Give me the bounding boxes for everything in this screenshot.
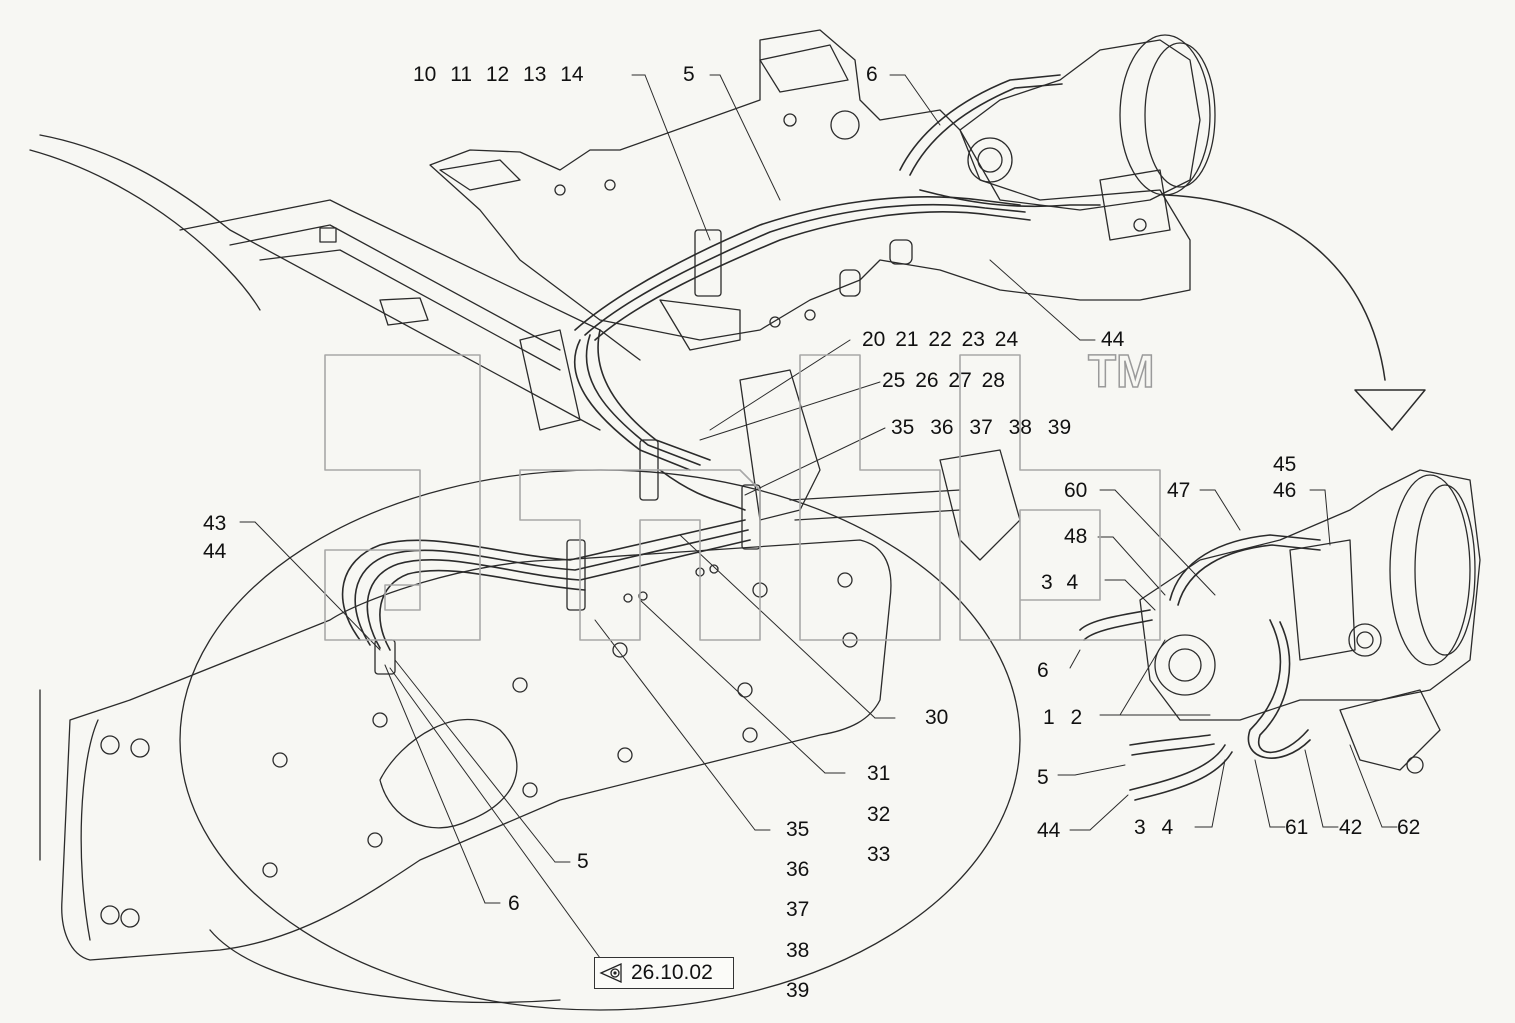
callout-36: 36 bbox=[786, 858, 810, 881]
pump-top bbox=[959, 34, 1216, 241]
callout-20-24: 20 21 22 23 24 bbox=[862, 328, 1019, 351]
callout-46: 46 bbox=[1273, 479, 1297, 502]
eye-view-icon bbox=[599, 962, 622, 984]
callout-35: 35 bbox=[786, 818, 810, 841]
callout-48: 48 bbox=[1064, 525, 1088, 548]
hose-bundle-upper bbox=[574, 74, 1101, 471]
callout-44-left: 44 bbox=[203, 540, 227, 563]
chassis-plate bbox=[429, 29, 1191, 341]
detail-pump bbox=[1139, 469, 1481, 774]
callout-3-4-detail: 3 4 bbox=[1041, 571, 1079, 594]
callout-3-4-bottom: 3 4 bbox=[1134, 816, 1174, 839]
callout-44-top: 44 bbox=[1101, 328, 1125, 351]
callout-38: 38 bbox=[786, 939, 810, 962]
callout-1-2: 1 2 bbox=[1043, 706, 1083, 729]
callout-60: 60 bbox=[1064, 479, 1088, 502]
callout-10-14: 10 11 12 13 14 bbox=[413, 63, 584, 86]
callout-45: 45 bbox=[1273, 453, 1297, 476]
callout-39: 39 bbox=[786, 979, 810, 1002]
callout-42: 42 bbox=[1339, 816, 1363, 839]
callout-25-28: 25 26 27 28 bbox=[882, 369, 1005, 392]
callout-61: 61 bbox=[1285, 816, 1309, 839]
frame-beam bbox=[179, 199, 641, 371]
callout-32: 32 bbox=[867, 803, 891, 826]
watermark-outline bbox=[324, 354, 1161, 641]
side-plate bbox=[61, 539, 892, 961]
callout-5-top: 5 bbox=[683, 63, 695, 86]
trademark-watermark: TM bbox=[1087, 344, 1155, 398]
callout-37: 37 bbox=[786, 898, 810, 921]
detail-leaders bbox=[1057, 489, 1398, 831]
mid-bracket bbox=[519, 299, 1021, 561]
callout-6-detail: 6 bbox=[1037, 659, 1049, 682]
callout-44-detail: 44 bbox=[1037, 819, 1061, 842]
leader-lines bbox=[239, 74, 1096, 959]
hose-bundle-lower bbox=[341, 469, 751, 651]
detail-hoses bbox=[1079, 534, 1321, 801]
detail-arrow bbox=[1164, 194, 1426, 431]
callout-31: 31 bbox=[867, 762, 891, 785]
callout-47: 47 bbox=[1167, 479, 1191, 502]
hose-clamps bbox=[374, 229, 761, 675]
callout-6-bottom: 6 bbox=[508, 892, 520, 915]
callout-5-bottom: 5 bbox=[577, 850, 589, 873]
callout-35-39-mid: 35 36 37 38 39 bbox=[891, 416, 1072, 439]
callout-5-detail: 5 bbox=[1037, 766, 1049, 789]
callout-6-top: 6 bbox=[866, 63, 878, 86]
reference-code: 26.10.02 bbox=[631, 961, 713, 984]
callout-30: 30 bbox=[925, 706, 949, 729]
callout-62: 62 bbox=[1397, 816, 1421, 839]
callout-43: 43 bbox=[203, 512, 227, 535]
reference-link[interactable]: 26.10.02 bbox=[594, 957, 734, 989]
callout-33: 33 bbox=[867, 843, 891, 866]
